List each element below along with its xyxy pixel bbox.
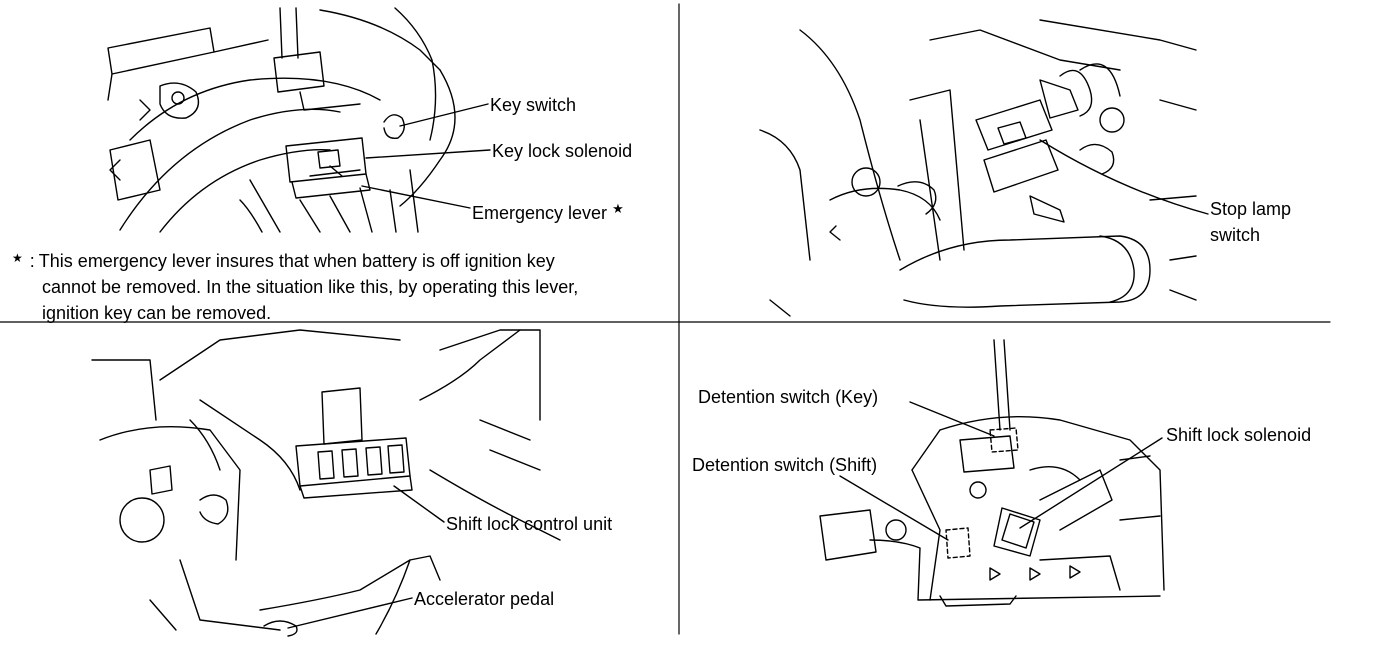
note-star-icon: ★	[12, 251, 23, 265]
label-emergency-lever: Emergency lever ★	[472, 198, 624, 224]
label-stop-lamp-line-1: Stop lamp	[1210, 199, 1292, 219]
label-shift-lock-solenoid-text: Shift lock solenoid	[1166, 425, 1312, 445]
label-shift-lock-solenoid: Shift lock solenoid	[1166, 424, 1328, 446]
label-detention-switch-shift: Detention switch (Shift)	[692, 455, 878, 475]
note-text-line-3: ignition key can be removed.	[42, 303, 272, 323]
label-key-switch: Key switch	[490, 95, 577, 115]
label-emergency-lever-text: Emergency lever	[472, 203, 608, 223]
shifter-illustration	[819, 339, 1165, 607]
label-key-lock-solenoid: Key lock solenoid	[492, 141, 633, 161]
stop-lamp-illustration	[759, 19, 1209, 317]
note-text-line-2: cannot be removed. In the situation like…	[42, 277, 579, 297]
label-stop-lamp-switch: Stop lamp switch	[1210, 196, 1291, 248]
panel-dividers	[0, 3, 1331, 635]
note-separator: :	[29, 251, 35, 271]
key-lock-illustration	[107, 7, 491, 233]
label-shift-lock-control-unit: Shift lock control unit	[446, 514, 613, 534]
label-accelerator-pedal: Accelerator pedal	[414, 589, 555, 609]
label-detention-switch-key: Detention switch (Key)	[698, 387, 879, 407]
label-stop-lamp-line-2: switch	[1210, 225, 1261, 245]
star-icon: ★	[612, 201, 624, 216]
note-line-1: ★ :This emergency lever insures that whe…	[12, 245, 672, 274]
note-text-line-1: This emergency lever insures that when b…	[38, 251, 555, 271]
control-unit-illustration	[91, 329, 561, 637]
emergency-lever-note: ★ :This emergency lever insures that whe…	[12, 245, 672, 326]
